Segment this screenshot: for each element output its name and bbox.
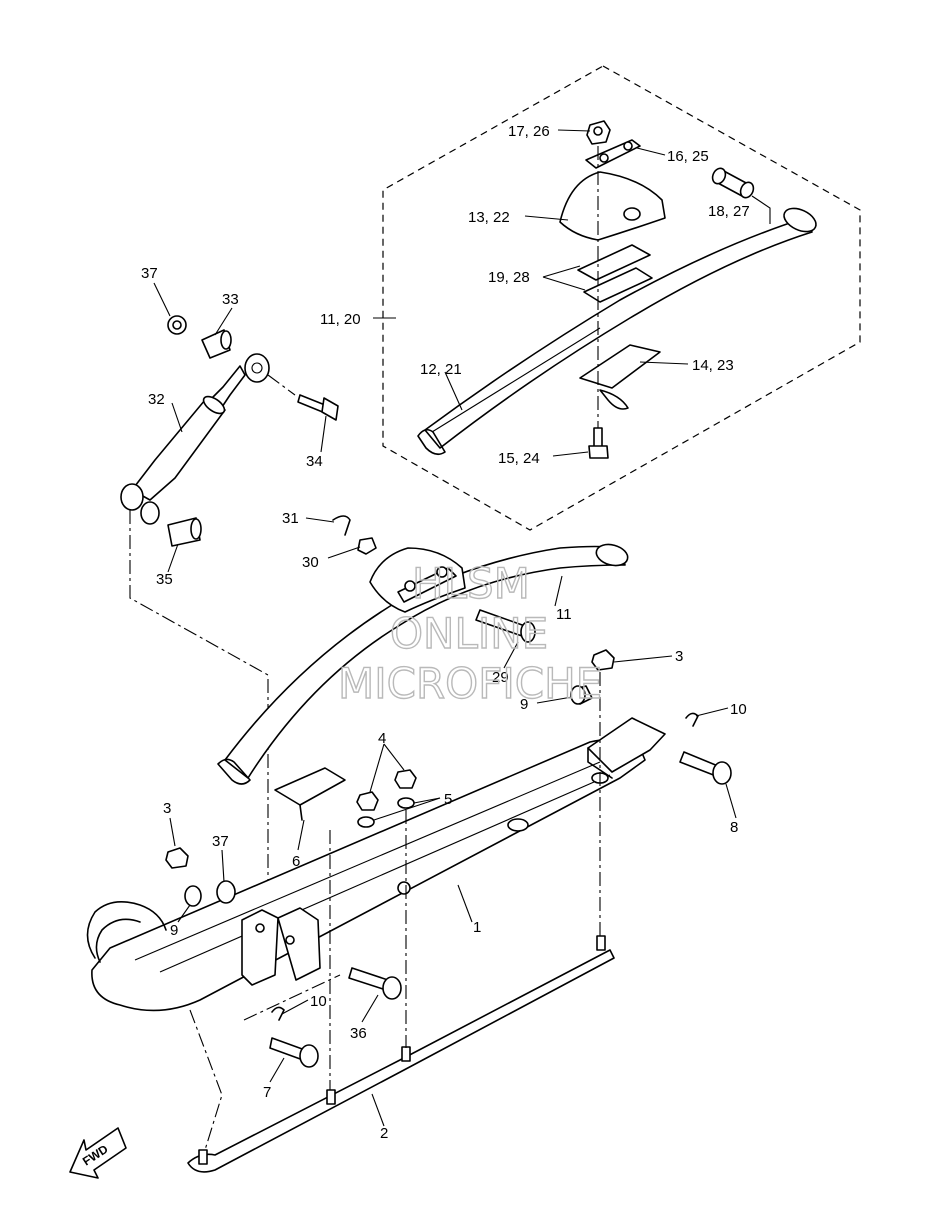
shock-absorber-group [120, 315, 339, 940]
label-2: 2 [380, 1125, 388, 1142]
label-6: 6 [292, 853, 300, 870]
watermark-line-1: HLSM [412, 559, 530, 608]
label-17-26: 17, 26 [508, 123, 550, 140]
label-37-top: 37 [141, 265, 158, 282]
label-36: 36 [350, 1025, 367, 1042]
leader-lines [153, 129, 737, 1127]
label-7: 7 [263, 1084, 271, 1101]
label-9-right: 9 [520, 696, 528, 713]
label-4: 4 [378, 730, 386, 747]
label-32: 32 [148, 391, 165, 408]
ski-runner [187, 935, 615, 1173]
hardware [165, 649, 732, 1151]
label-8: 8 [730, 819, 738, 836]
main-leaf-spring [217, 515, 629, 785]
label-29: 29 [492, 669, 509, 686]
label-30: 30 [302, 554, 319, 571]
label-35: 35 [156, 571, 173, 588]
label-31: 31 [282, 510, 299, 527]
label-10-right: 10 [730, 701, 747, 718]
label-11: 11 [556, 606, 572, 623]
label-37-left: 37 [212, 833, 229, 850]
ski-body [86, 717, 666, 1012]
label-33: 33 [222, 291, 239, 308]
label-34: 34 [306, 453, 323, 470]
label-3-left: 3 [163, 800, 171, 817]
label-19-28: 19, 28 [488, 269, 530, 286]
kit-group-outline [382, 65, 861, 531]
label-1: 1 [473, 919, 481, 936]
label-14-23: 14, 23 [692, 357, 734, 374]
label-9-left: 9 [170, 922, 178, 939]
leaf-spring-kit [417, 120, 817, 459]
watermark-line-3: MICROFICHE [338, 659, 602, 708]
watermark: HLSM ONLINE MICROFICHE [337, 558, 603, 708]
watermark-line-2: ONLINE [390, 609, 548, 658]
label-16-25: 16, 25 [667, 148, 709, 165]
part-labels: 17, 26 16, 25 13, 22 18, 27 19, 28 11, 2… [141, 123, 750, 1142]
fwd-arrow-icon [69, 1127, 127, 1179]
forward-direction-badge: FWD [69, 1127, 127, 1179]
label-3-right: 3 [675, 648, 683, 665]
label-13-22: 13, 22 [468, 209, 510, 226]
label-12-21: 12, 21 [420, 361, 462, 378]
label-5: 5 [444, 791, 452, 808]
label-15-24: 15, 24 [498, 450, 540, 467]
label-11-20: 11, 20 [320, 311, 361, 328]
label-10-left: 10 [310, 993, 327, 1010]
label-18-27: 18, 27 [708, 203, 750, 220]
